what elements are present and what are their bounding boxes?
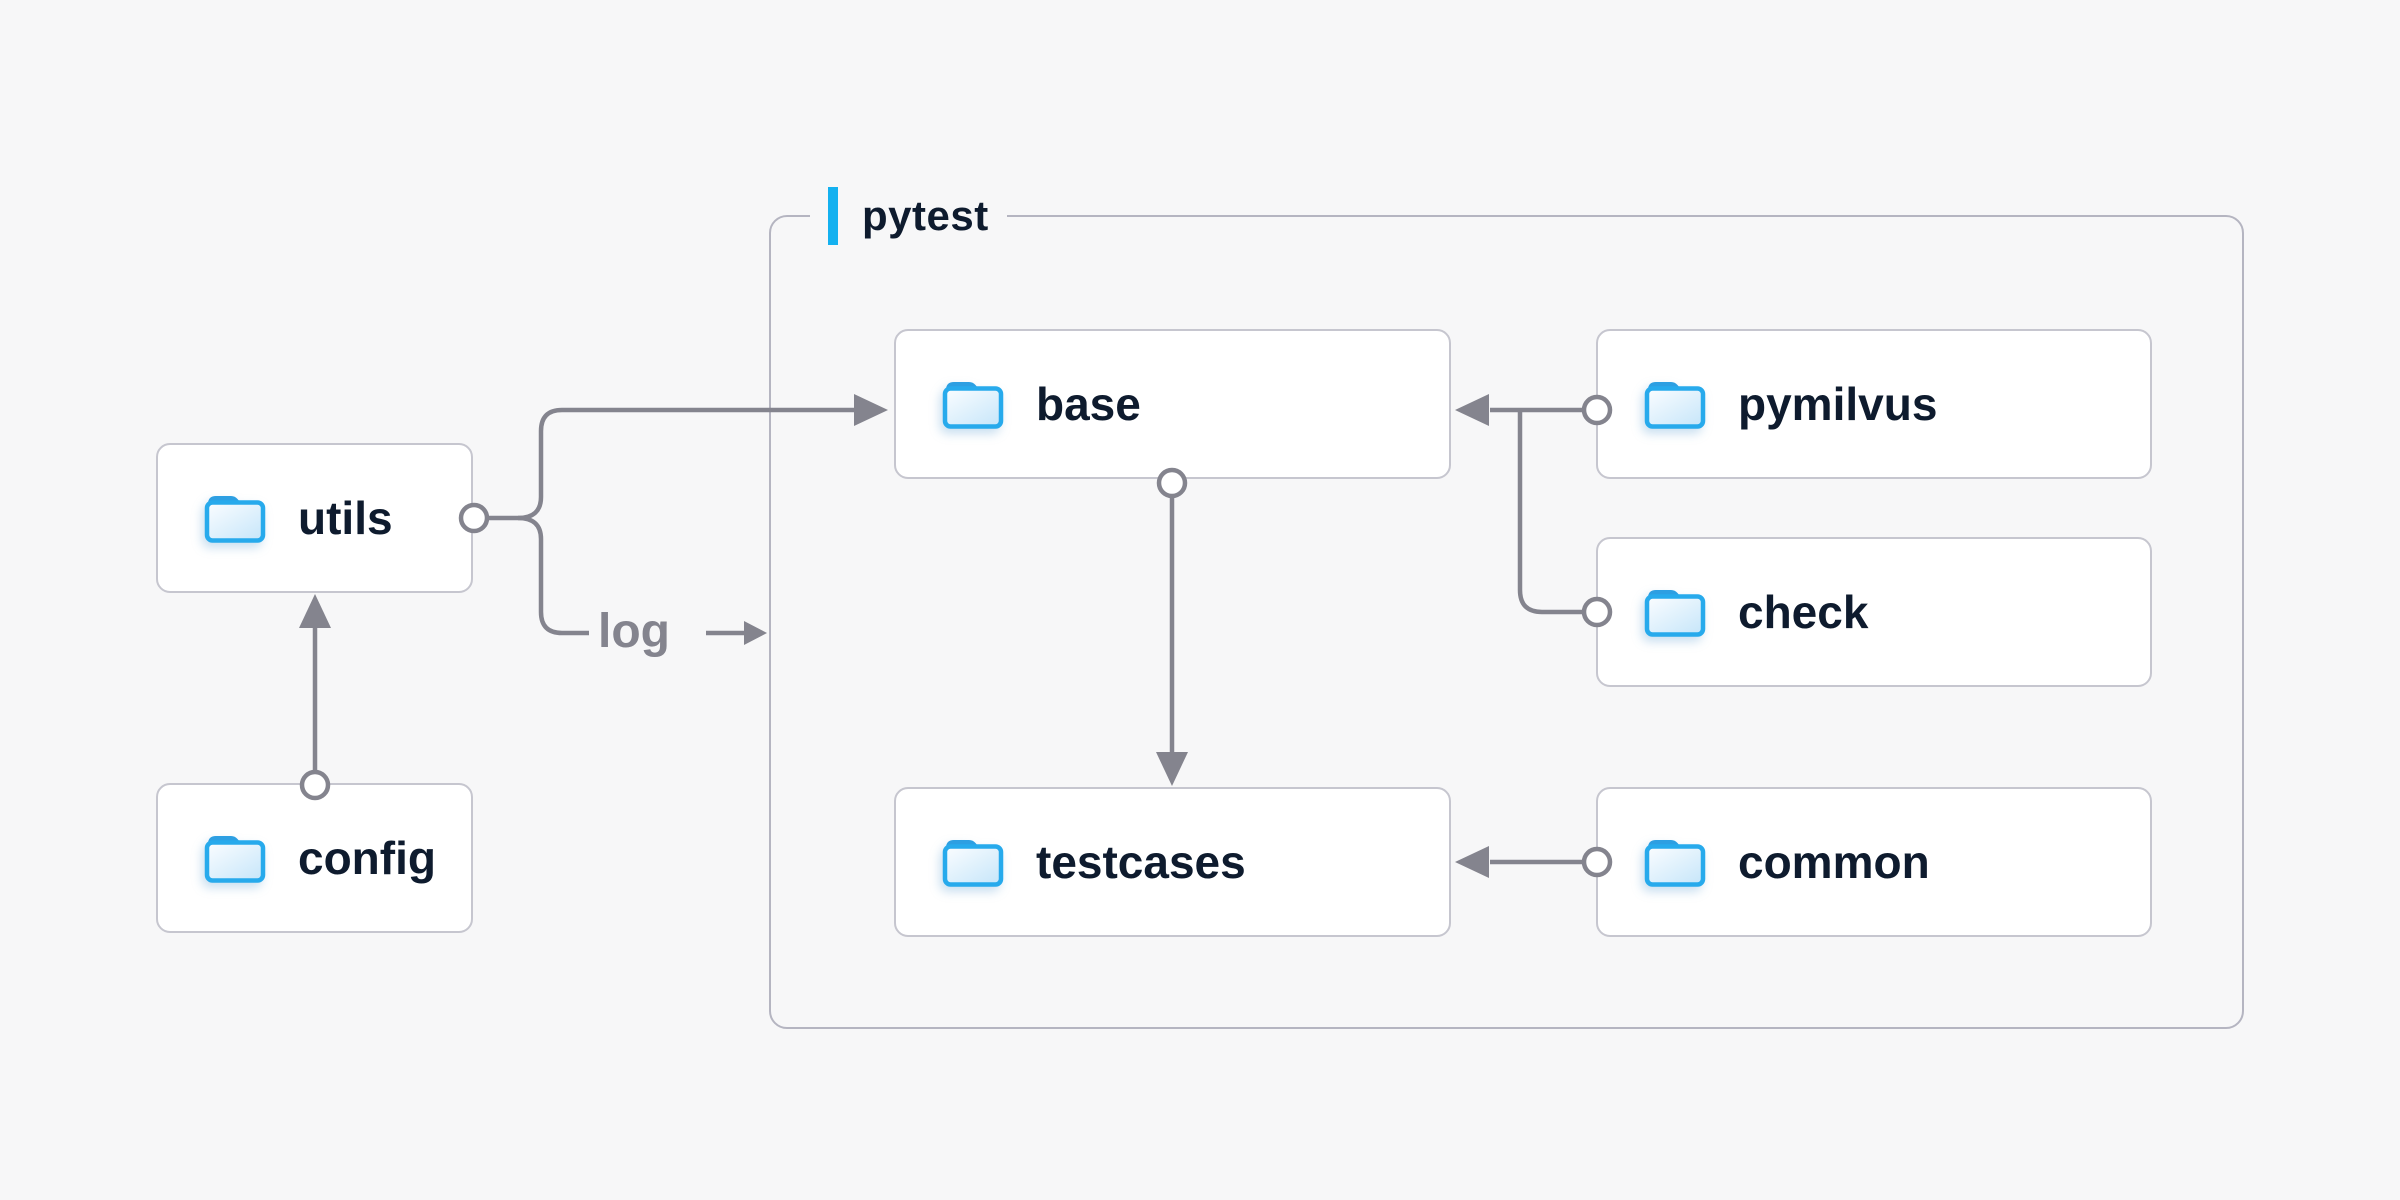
node-label-check: check (1738, 586, 1869, 638)
folder-icon (1644, 382, 1706, 429)
node-base: base (894, 329, 1451, 479)
node-label-utils: utils (298, 492, 393, 544)
node-pymilvus: pymilvus (1596, 329, 2152, 479)
node-config: config (156, 783, 473, 933)
arrowhead-up (299, 594, 331, 628)
node-check: check (1596, 537, 2152, 687)
folder-icon (204, 496, 266, 543)
node-label-config: config (298, 832, 436, 884)
arrowhead-log (744, 621, 767, 645)
pytest-container-title: pytest (862, 192, 989, 239)
node-label-testcases: testcases (1036, 836, 1246, 888)
pytest-container (769, 215, 2244, 1029)
folder-icon (1644, 590, 1706, 637)
edge-label-log: log (598, 605, 670, 658)
node-testcases: testcases (894, 787, 1451, 937)
folder-icon (204, 836, 266, 883)
accent-bar (828, 187, 838, 245)
folder-icon (942, 840, 1004, 887)
edge-config-utils (299, 594, 331, 801)
node-utils: utils (156, 443, 473, 593)
folder-icon (942, 382, 1004, 429)
node-label-pymilvus: pymilvus (1738, 378, 1938, 430)
pytest-container-label: pytest (810, 185, 1007, 247)
node-label-common: common (1738, 836, 1930, 888)
node-label-base: base (1036, 378, 1141, 430)
node-common: common (1596, 787, 2152, 937)
folder-icon (1644, 840, 1706, 887)
